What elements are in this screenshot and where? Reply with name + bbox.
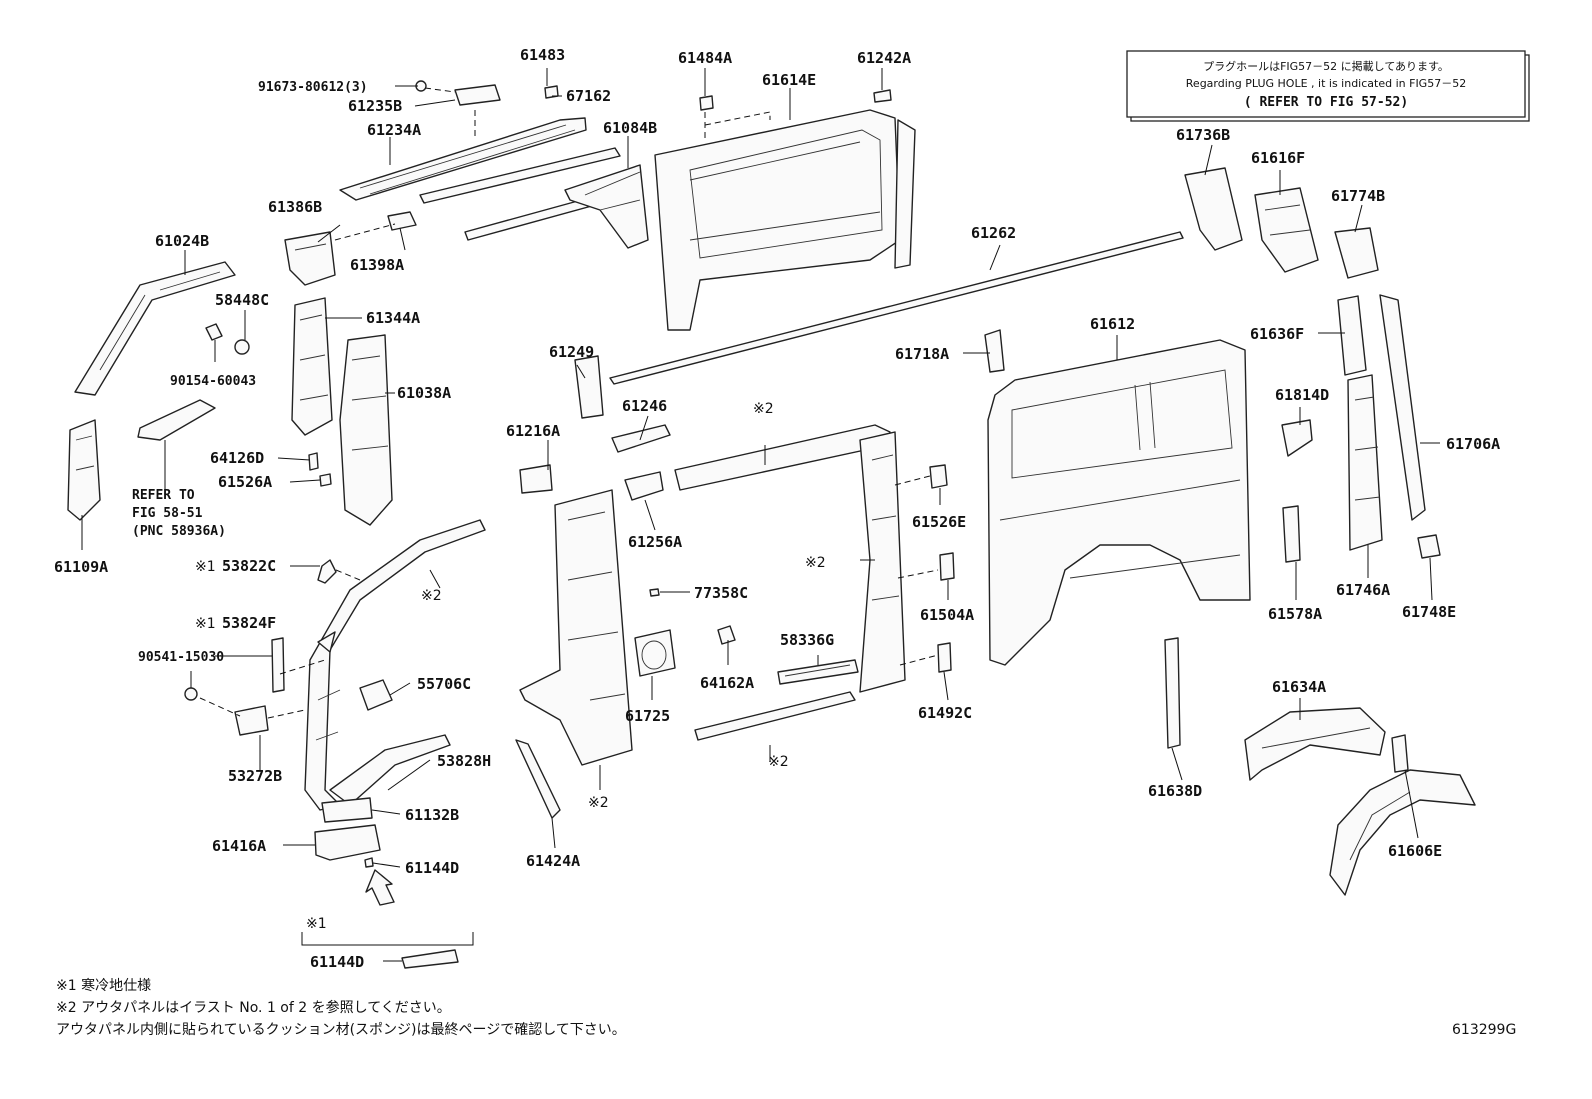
label-58448C: 58448C (215, 291, 269, 309)
front-door-opening (304, 519, 486, 811)
leader-lines (81, 68, 1440, 962)
roof-bracket-group (284, 211, 417, 286)
rear-corner-group (1184, 167, 1441, 563)
label-91673-80612: 91673-80612(3) (258, 80, 368, 95)
label-64126D: 64126D (210, 449, 264, 467)
label-61616F: 61616F (1251, 149, 1305, 167)
label-61344A: 61344A (366, 309, 420, 327)
label-61249: 61249 (549, 343, 594, 361)
refer-line-2: FIG 58-51 (132, 506, 203, 521)
label-61706A: 61706A (1446, 435, 1500, 453)
mark-k2-roof: ※2 (753, 401, 774, 417)
mark-k2-front: ※2 (421, 588, 442, 604)
label-53272B: 53272B (228, 767, 282, 785)
label-61504A: 61504A (920, 606, 974, 624)
label-61774B: 61774B (1331, 187, 1385, 205)
label-61748E: 61748E (1402, 603, 1456, 621)
refer-to-fig: REFER TO FIG 58-51 (PNC 58936A) (132, 440, 226, 539)
label-61144D: 61144D (405, 859, 459, 877)
label-61492C: 61492C (918, 704, 972, 722)
label-53828H: 53828H (437, 752, 491, 770)
label-61216A: 61216A (506, 422, 560, 440)
label-61612: 61612 (1090, 315, 1135, 333)
label-61736B: 61736B (1176, 126, 1230, 144)
label-61634A: 61634A (1272, 678, 1326, 696)
label-58336G: 58336G (780, 631, 834, 649)
mark-k1-group: ※1 (306, 916, 327, 932)
label-64162A: 64162A (700, 674, 754, 692)
label-61132B: 61132B (405, 806, 459, 824)
notice-line-1: プラグホールはFIG57－52 に掲載してあります。 (1203, 59, 1449, 73)
label-61484A: 61484A (678, 49, 732, 67)
fastener-group (137, 323, 250, 441)
sliding-door-front-pillar (519, 489, 736, 766)
label-61038A: 61038A (397, 384, 451, 402)
label-55706C: 55706C (417, 675, 471, 693)
label-61526A: 61526A (218, 473, 272, 491)
rear-quarter-window-frame (654, 89, 916, 331)
label-53822C: 53822C (222, 557, 276, 575)
label-61636F: 61636F (1250, 325, 1304, 343)
label-61718A: 61718A (895, 345, 949, 363)
label-61235B: 61235B (348, 97, 402, 115)
refer-line-3: (PNC 58936A) (132, 524, 226, 539)
notice-line-2: Regarding PLUG HOLE , it is indicated in… (1186, 77, 1466, 90)
label-61606E: 61606E (1388, 842, 1442, 860)
front-pillar-lower (67, 419, 101, 521)
label-61144D-cold: 61144D (310, 953, 364, 971)
label-61578A: 61578A (1268, 605, 1322, 623)
label-61024B: 61024B (155, 232, 209, 250)
mark-k2-bpillar: ※2 (588, 795, 609, 811)
label-53824F: 53824F (222, 614, 276, 632)
roof-drip-molding (609, 231, 1184, 385)
label-61386B: 61386B (268, 198, 322, 216)
note-marks: ※1 ※1 ※1 ※2 ※2 ※2 ※2 ※2 (195, 401, 826, 932)
mark-k1-53824F: ※1 (195, 616, 216, 632)
label-67162: 67162 (566, 87, 611, 105)
rear-wheel-house (1164, 637, 1476, 896)
label-61424A: 61424A (526, 852, 580, 870)
cold-climate-arrow (301, 869, 474, 946)
label-61614E: 61614E (762, 71, 816, 89)
label-61398A: 61398A (350, 256, 404, 274)
label-61746A: 61746A (1336, 581, 1390, 599)
label-61242A: 61242A (857, 49, 911, 67)
door-opening-frame (519, 355, 955, 693)
rocker-sill (694, 659, 859, 741)
footnote-3: アウタパネル内側に貼られているクッション材(スポンジ)は最終ページで確認して下さ… (56, 1022, 626, 1038)
label-61246: 61246 (622, 397, 667, 415)
footnotes: ※1 寒冷地仕様 ※2 アウタパネルはイラスト No. 1 of 2 を参照して… (56, 977, 1516, 1038)
footnote-1: ※1 寒冷地仕様 (56, 977, 151, 994)
figure-id: 613299G (1452, 1022, 1516, 1038)
plug-hole-notice: プラグホールはFIG57－52 に掲載してあります。 Regarding PLU… (1126, 50, 1530, 122)
label-61483: 61483 (520, 46, 565, 64)
label-61256A: 61256A (628, 533, 682, 551)
lower-left-small-parts (184, 559, 561, 969)
rear-quarter-panel (984, 329, 1251, 666)
roof-side-rail-group (339, 80, 649, 249)
label-61234A: 61234A (367, 121, 421, 139)
front-pillar-upper (74, 261, 236, 396)
label-61725: 61725 (625, 707, 670, 725)
label-61638D: 61638D (1148, 782, 1202, 800)
label-90541-15030: 90541-15030 (138, 650, 224, 665)
label-77358C: 77358C (694, 584, 748, 602)
footnote-2: ※2 アウタパネルはイラスト No. 1 of 2 を参照してください。 (56, 999, 451, 1016)
mark-k2-pillar: ※2 (805, 555, 826, 571)
label-90154-60043: 90154-60043 (170, 374, 256, 389)
mark-k2-rocker: ※2 (768, 754, 789, 770)
label-61084B: 61084B (603, 119, 657, 137)
center-pillar-group (291, 297, 393, 526)
part-labels: 91673-80612(3) 61235B 61234A 61483 67162… (54, 46, 1500, 971)
label-61814D: 61814D (1275, 386, 1329, 404)
label-61262: 61262 (971, 224, 1016, 242)
label-61416A: 61416A (212, 837, 266, 855)
notice-line-3: ( REFER TO FIG 57-52) (1244, 95, 1408, 110)
mark-k1-53822C: ※1 (195, 559, 216, 575)
label-61109A: 61109A (54, 558, 108, 576)
label-61526E: 61526E (912, 513, 966, 531)
refer-line-1: REFER TO (132, 488, 195, 503)
